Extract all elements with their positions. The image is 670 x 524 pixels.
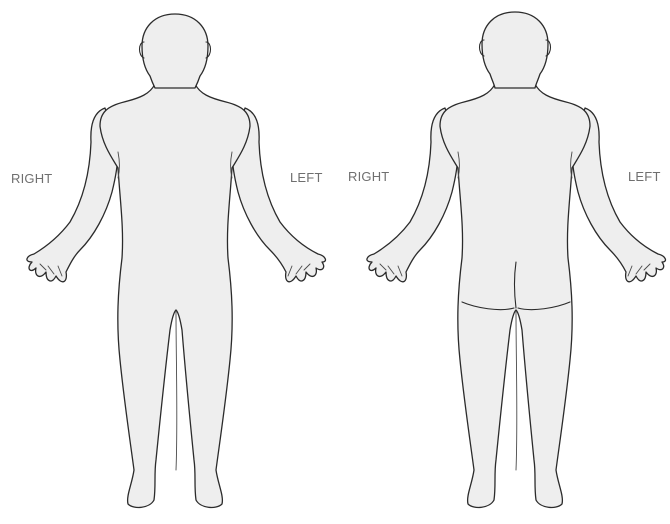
front-head bbox=[142, 14, 208, 88]
back-right-side-label: RIGHT bbox=[348, 170, 389, 184]
back-head bbox=[482, 12, 548, 88]
back-leg-divider bbox=[516, 312, 517, 470]
front-right-side-label: RIGHT bbox=[11, 172, 52, 186]
front-torso-legs bbox=[100, 84, 250, 507]
back-body-view bbox=[367, 12, 666, 507]
front-body-view bbox=[27, 14, 326, 507]
front-leg-divider bbox=[176, 312, 177, 470]
front-left-side-label: LEFT bbox=[290, 171, 323, 185]
back-left-side-label: LEFT bbox=[628, 170, 661, 184]
